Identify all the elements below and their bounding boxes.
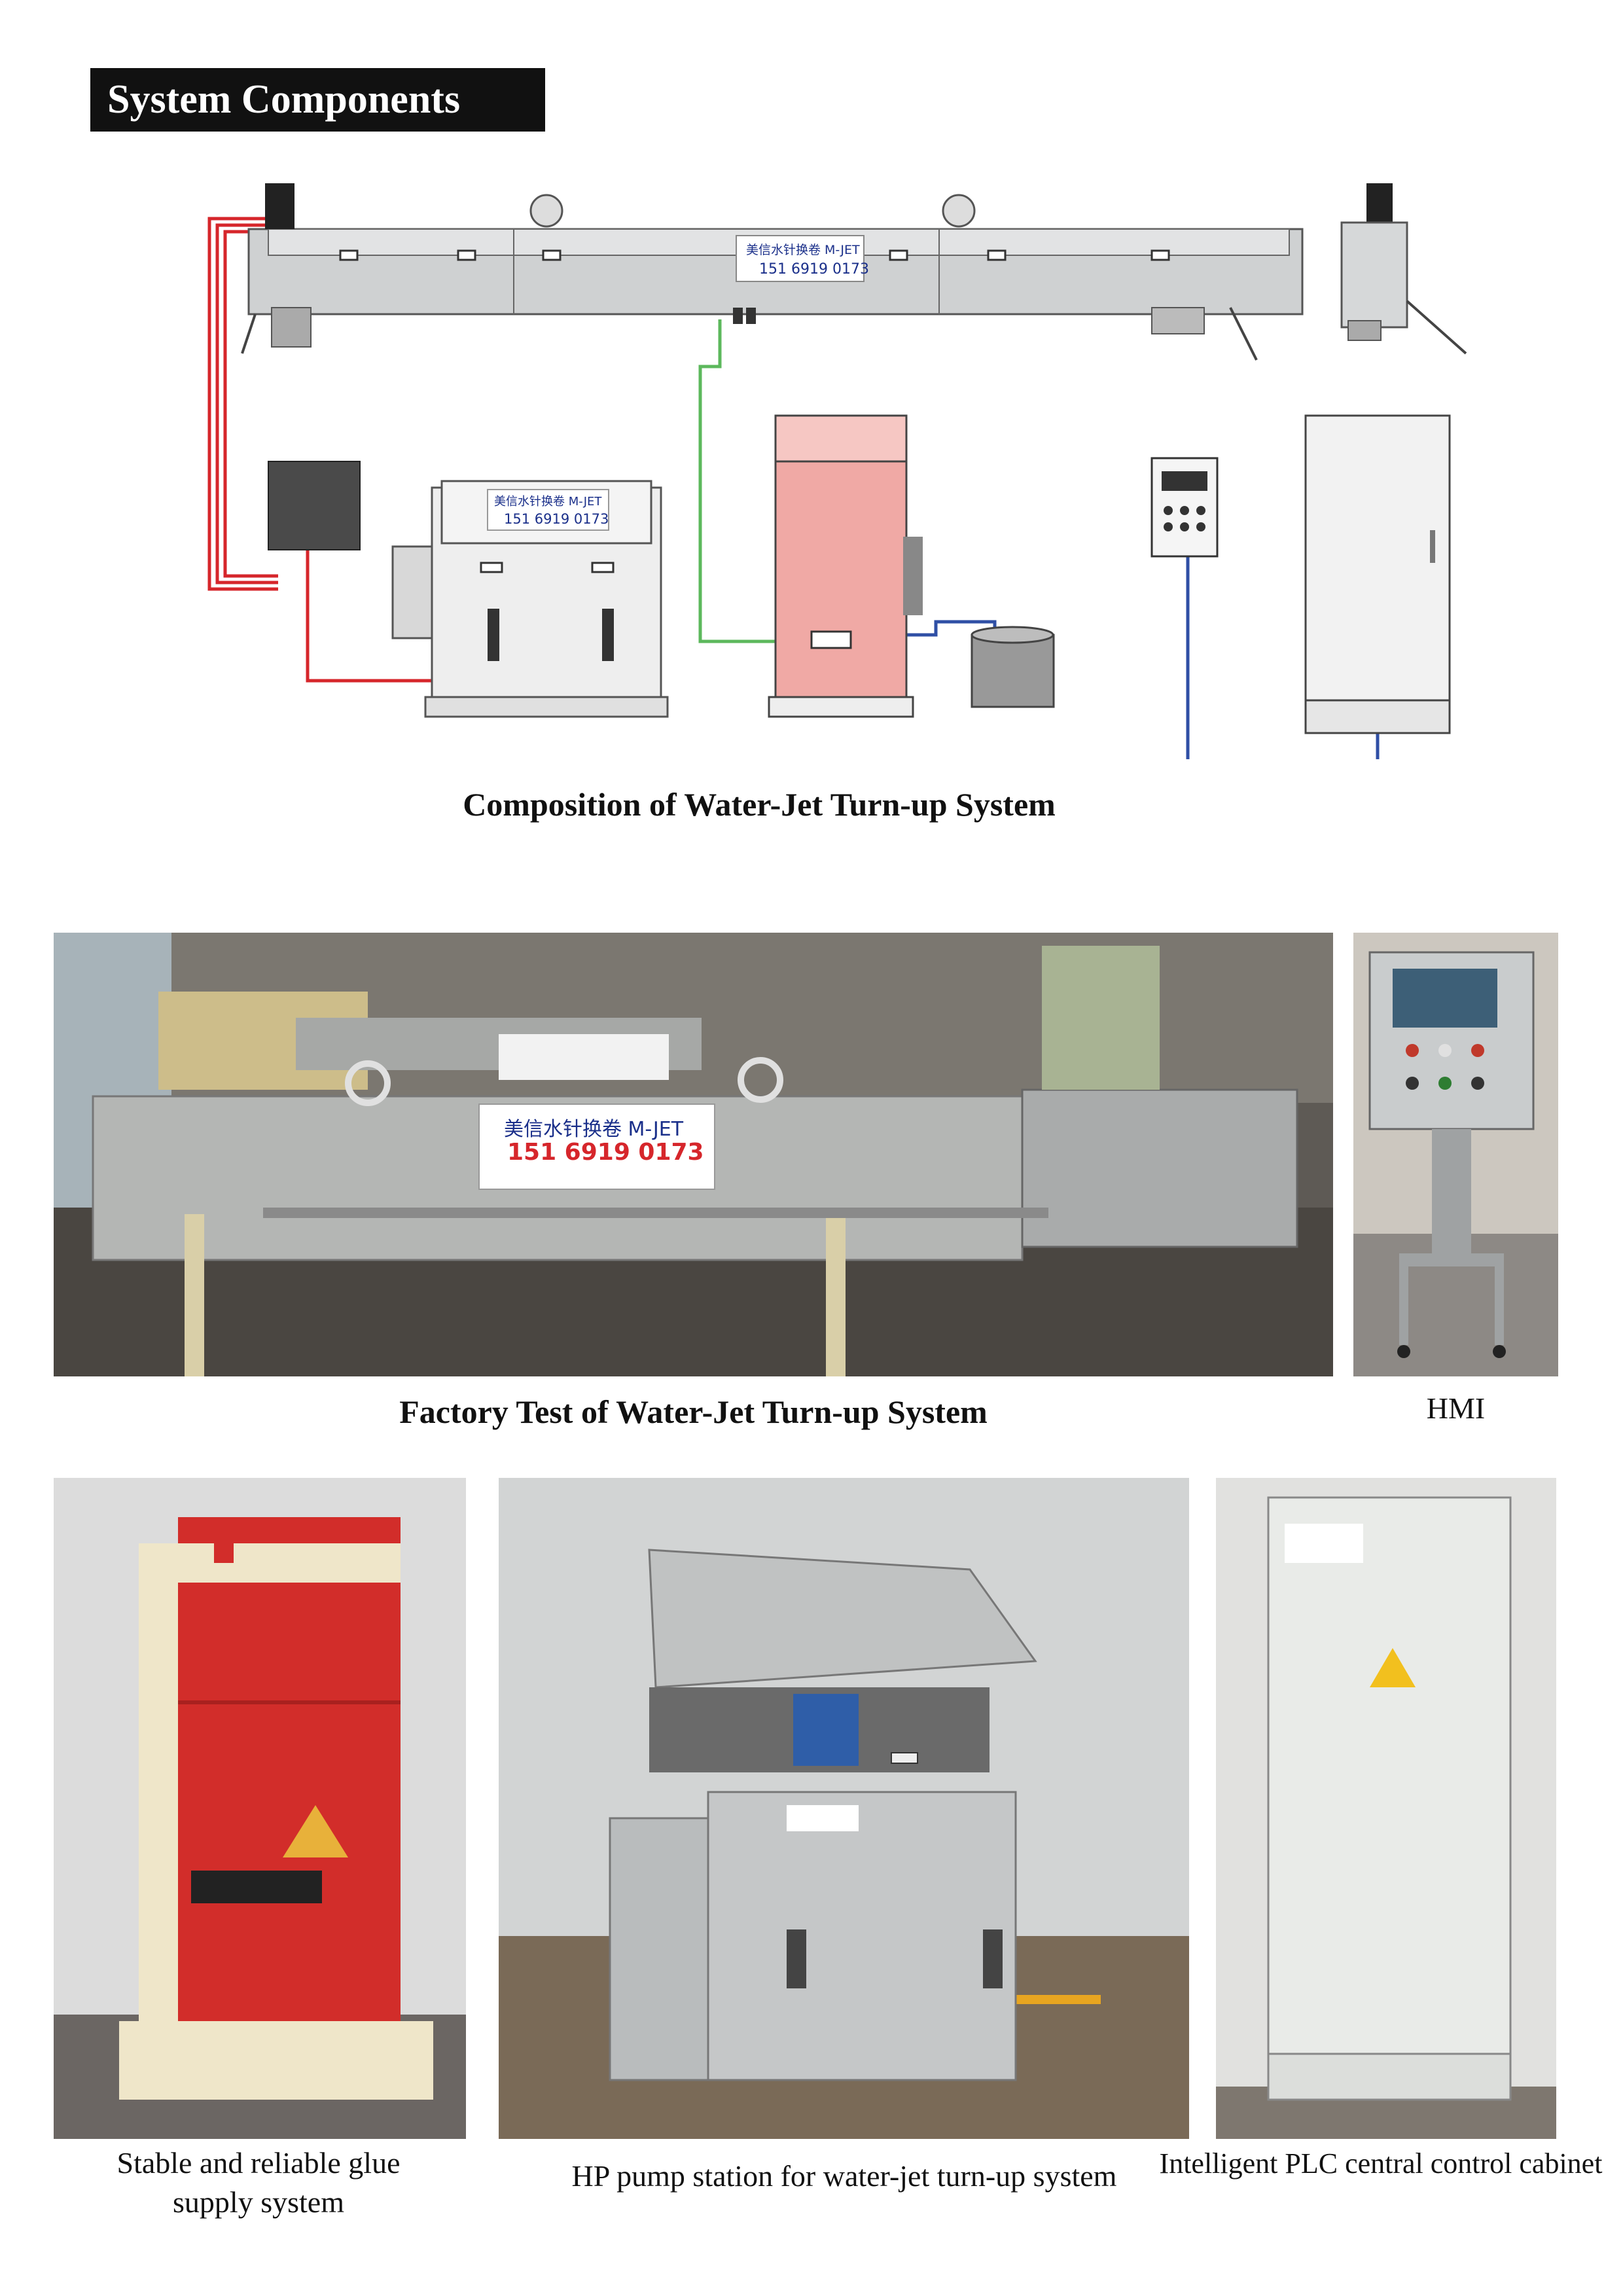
hp-pump [391,480,669,718]
beam-label-brand: 美信水针换卷 M-JET [746,243,860,257]
jet-beam [241,183,1304,361]
green-wire [698,319,838,643]
hmi-caption: HMI [1426,1391,1486,1425]
plc-cabinet-photo [1216,1478,1556,2139]
hp-pump-photo [499,1478,1189,2139]
diagram-caption: Composition of Water-Jet Turn-up System [463,786,1056,823]
beam-side-view [1340,183,1467,355]
factory-sign-brand: 美信水针换卷 M-JET [504,1118,684,1141]
factory-caption: Factory Test of Water-Jet Turn-up System [399,1393,988,1430]
glue-caption-line2: supply system [173,2185,344,2219]
beam-label-phone: 151 6919 0173 [759,261,869,278]
glue-supply-photo [54,1478,466,2139]
glue-supply-unit [768,414,923,718]
section-header: System Components [90,68,545,132]
hmi-panel [1150,457,1219,558]
blue-wire-glue [903,620,997,637]
hmi-photo [1353,933,1558,1376]
section-title: System Components [107,77,461,122]
pump-label-brand: 美信水针换卷 M-JET [494,495,602,509]
factory-test-photo [54,933,1333,1376]
control-box [268,461,361,550]
plc-caption: Intelligent PLC central control cabinet [1159,2147,1603,2179]
factory-sign-phone: 151 6919 0173 [507,1139,704,1166]
plc-cabinet [1304,414,1451,734]
system-diagram: 美信水针换卷 M-JET 151 6919 0173 美信水针换卷 M-JET … [207,183,1467,759]
blue-wire-plc [1186,556,1380,759]
glue-caption-line1: Stable and reliable glue [116,2146,401,2179]
glue-tank [971,626,1055,708]
pump-label-phone: 151 6919 0173 [504,511,609,527]
pump-caption: HP pump station for water-jet turn-up sy… [571,2159,1117,2193]
